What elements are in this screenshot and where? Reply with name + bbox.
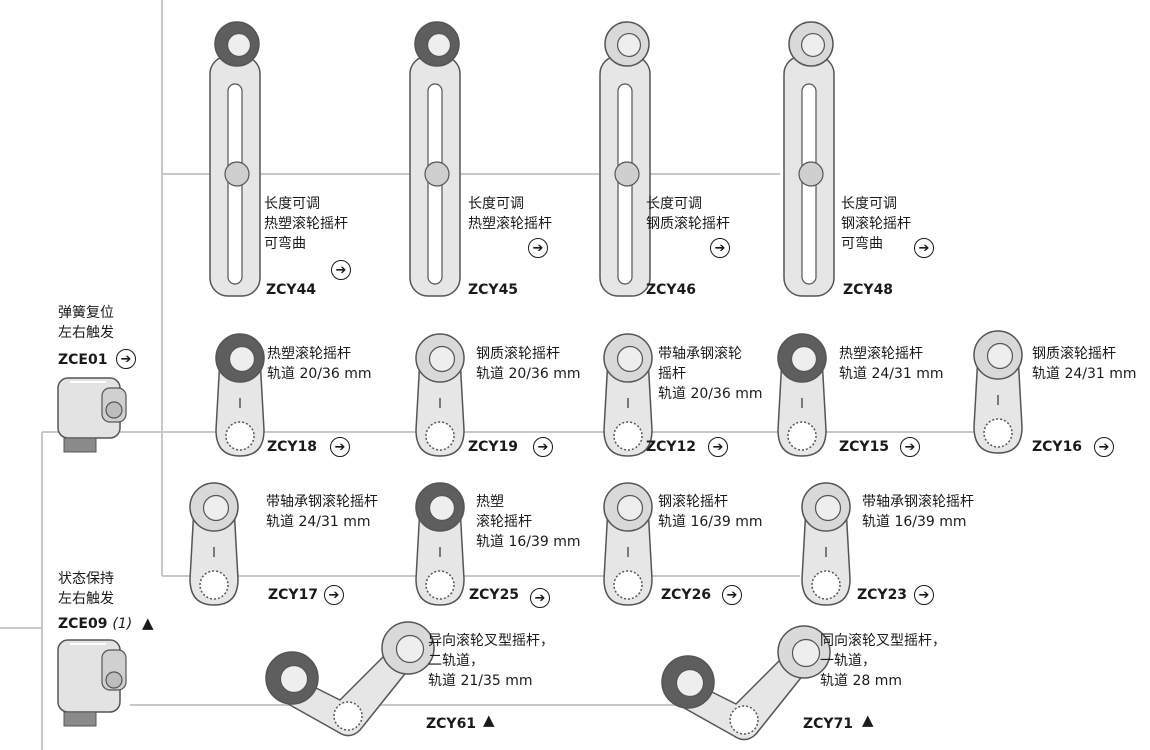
black-triangle-icon: ▲ (862, 711, 874, 729)
right-arrow-circle-icon[interactable]: ➔ (1094, 437, 1114, 457)
right-arrow-circle-icon[interactable]: ➔ (710, 238, 730, 258)
head-zce09-code: ZCE09 (1) (58, 615, 132, 633)
short-lever-zcy23 (801, 482, 851, 606)
zcy61-code: ZCY61 (426, 716, 477, 732)
zcy71-desc: 同向滚轮叉型摇杆，一轨道，轨道 28 mm (820, 633, 946, 689)
short-lever-zcy12 (603, 333, 653, 457)
right-arrow-circle-icon[interactable]: ➔ (528, 238, 548, 258)
switch-head-zce09 (57, 639, 127, 727)
head-zce09-desc: 状态保持左右触发 (58, 571, 114, 607)
short-lever-zcy25 (415, 482, 465, 606)
zcy48-code: ZCY48 (843, 282, 894, 298)
short-lever-zcy26 (603, 482, 653, 606)
zcy44-desc: 长度可调热塑滚轮摇杆可弯曲 (264, 196, 348, 252)
head-zce09-code-text: ZCE09 (58, 616, 108, 632)
short-lever-zcy16 (973, 330, 1023, 454)
short-lever-zcy15 (777, 333, 827, 457)
zcy17-code: ZCY17 (268, 587, 319, 603)
short-lever-zcy17 (189, 482, 239, 606)
short-lever-zcy19 (415, 333, 465, 457)
long-lever-zcy45 (409, 21, 461, 297)
long-lever-zcy46 (599, 21, 651, 297)
zcy12-desc: 带轴承钢滚轮摇杆轨道 20/36 mm (658, 346, 763, 402)
right-arrow-circle-icon[interactable]: ➔ (900, 437, 920, 457)
head-zce01-desc: 弹簧复位左右触发 (58, 305, 114, 341)
zcy71-code: ZCY71 (803, 716, 854, 732)
zcy23-desc: 带轴承钢滚轮摇杆轨道 16/39 mm (862, 494, 974, 530)
right-arrow-circle-icon[interactable]: ➔ (914, 238, 934, 258)
head-zce09-note: (1) (112, 616, 133, 632)
right-arrow-circle-icon[interactable]: ➔ (530, 588, 550, 608)
zcy46-code: ZCY46 (646, 282, 697, 298)
zcy44-code: ZCY44 (266, 282, 317, 298)
zcy26-code: ZCY26 (661, 587, 712, 603)
right-arrow-circle-icon[interactable]: ➔ (324, 585, 344, 605)
right-arrow-circle-icon[interactable]: ➔ (708, 437, 728, 457)
zcy19-desc: 钢质滚轮摇杆轨道 20/36 mm (476, 346, 581, 382)
zcy26-desc: 钢滚轮摇杆轨道 16/39 mm (658, 494, 763, 530)
zcy15-desc: 热塑滚轮摇杆轨道 24/31 mm (839, 346, 944, 382)
short-lever-zcy18 (215, 333, 265, 457)
zcy23-code: ZCY23 (857, 587, 908, 603)
black-triangle-icon: ▲ (483, 711, 495, 729)
zcy48-desc: 长度可调钢滚轮摇杆可弯曲 (841, 196, 911, 252)
head-zce01-code: ZCE01 (58, 352, 108, 368)
zcy17-desc: 带轴承钢滚轮摇杆轨道 24/31 mm (266, 494, 378, 530)
zcy45-code: ZCY45 (468, 282, 519, 298)
zcy45-desc: 长度可调热塑滚轮摇杆 (468, 196, 552, 232)
zcy16-desc: 钢质滚轮摇杆轨道 24/31 mm (1032, 346, 1137, 382)
zcy18-code: ZCY18 (267, 439, 318, 455)
zcy12-code: ZCY12 (646, 439, 697, 455)
zcy15-code: ZCY15 (839, 439, 890, 455)
right-arrow-circle-icon[interactable]: ➔ (116, 349, 136, 369)
zcy25-desc: 热塑滚轮摇杆轨道 16/39 mm (476, 494, 581, 550)
zcy25-code: ZCY25 (469, 587, 520, 603)
right-arrow-circle-icon[interactable]: ➔ (330, 437, 350, 457)
switch-head-zce01 (57, 377, 127, 453)
right-arrow-circle-icon[interactable]: ➔ (722, 585, 742, 605)
zcy19-code: ZCY19 (468, 439, 519, 455)
black-triangle-icon: ▲ (142, 614, 154, 632)
fork-lever-zcy61 (265, 621, 435, 737)
right-arrow-circle-icon[interactable]: ➔ (533, 437, 553, 457)
zcy18-desc: 热塑滚轮摇杆轨道 20/36 mm (267, 346, 372, 382)
fork-lever-zcy71 (661, 625, 831, 741)
long-lever-zcy44 (209, 21, 261, 297)
long-lever-zcy48 (783, 21, 835, 297)
zcy16-code: ZCY16 (1032, 439, 1083, 455)
right-arrow-circle-icon[interactable]: ➔ (331, 260, 351, 280)
zcy61-desc: 异向滚轮叉型摇杆，二轨道，轨道 21/35 mm (428, 633, 554, 689)
zcy46-desc: 长度可调钢质滚轮摇杆 (646, 196, 730, 232)
right-arrow-circle-icon[interactable]: ➔ (914, 585, 934, 605)
